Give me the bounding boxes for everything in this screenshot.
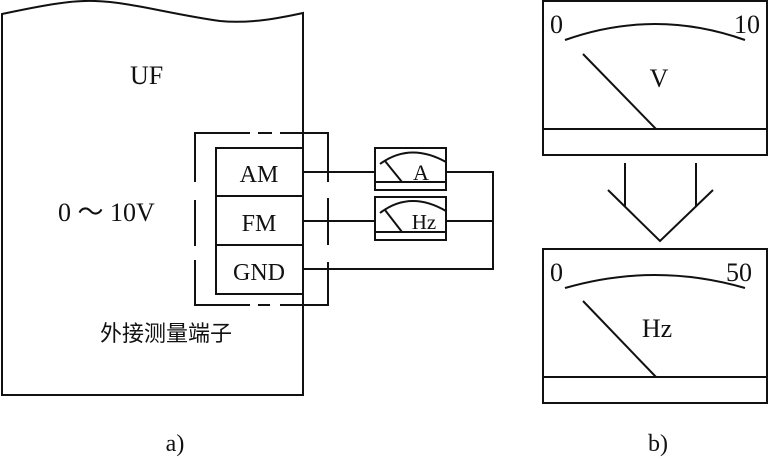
frequency-meter-unit: Hz [412, 210, 437, 234]
frequency-meter-large-needle [582, 300, 657, 378]
terminal-group-label: 外接测量端子 [100, 322, 232, 347]
frequency-meter-large [542, 248, 768, 404]
device-label: UF [130, 61, 163, 90]
wiring [303, 171, 494, 270]
voltmeter-large [542, 0, 768, 156]
frequency-meter [374, 196, 447, 241]
conversion-arrow [607, 163, 714, 243]
terminal-am: AM [240, 162, 279, 188]
inverter-body [1, 0, 304, 396]
ammeter-scale-arc [379, 151, 447, 165]
frequency-meter-large-unit: Hz [642, 314, 672, 343]
frequency-meter-large-scale-max: 50 [726, 258, 752, 287]
voltmeter-unit: V [650, 64, 669, 93]
caption-b: b) [648, 431, 668, 457]
terminal-enclosure [194, 132, 329, 306]
output-range-label: 0 ～ 10V [58, 198, 155, 227]
frequency-meter-scale-arc [379, 200, 447, 214]
voltmeter-scale-max: 10 [734, 10, 760, 39]
terminal-fm: FM [242, 211, 277, 237]
terminal-gnd: GND [233, 260, 285, 286]
ammeter-needle [384, 160, 403, 183]
inverter-body-outline [1, 0, 304, 396]
caption-a: a) [166, 431, 185, 457]
voltmeter-scale-min: 0 [550, 10, 563, 39]
voltmeter-needle [582, 53, 657, 130]
ammeter [374, 147, 447, 191]
frequency-meter-large-scale-min: 0 [550, 258, 563, 287]
ammeter-unit: A [413, 160, 429, 185]
voltmeter-scale-arc [564, 23, 746, 41]
frequency-meter-large-scale-arc [564, 274, 746, 289]
frequency-meter-needle [384, 209, 403, 233]
